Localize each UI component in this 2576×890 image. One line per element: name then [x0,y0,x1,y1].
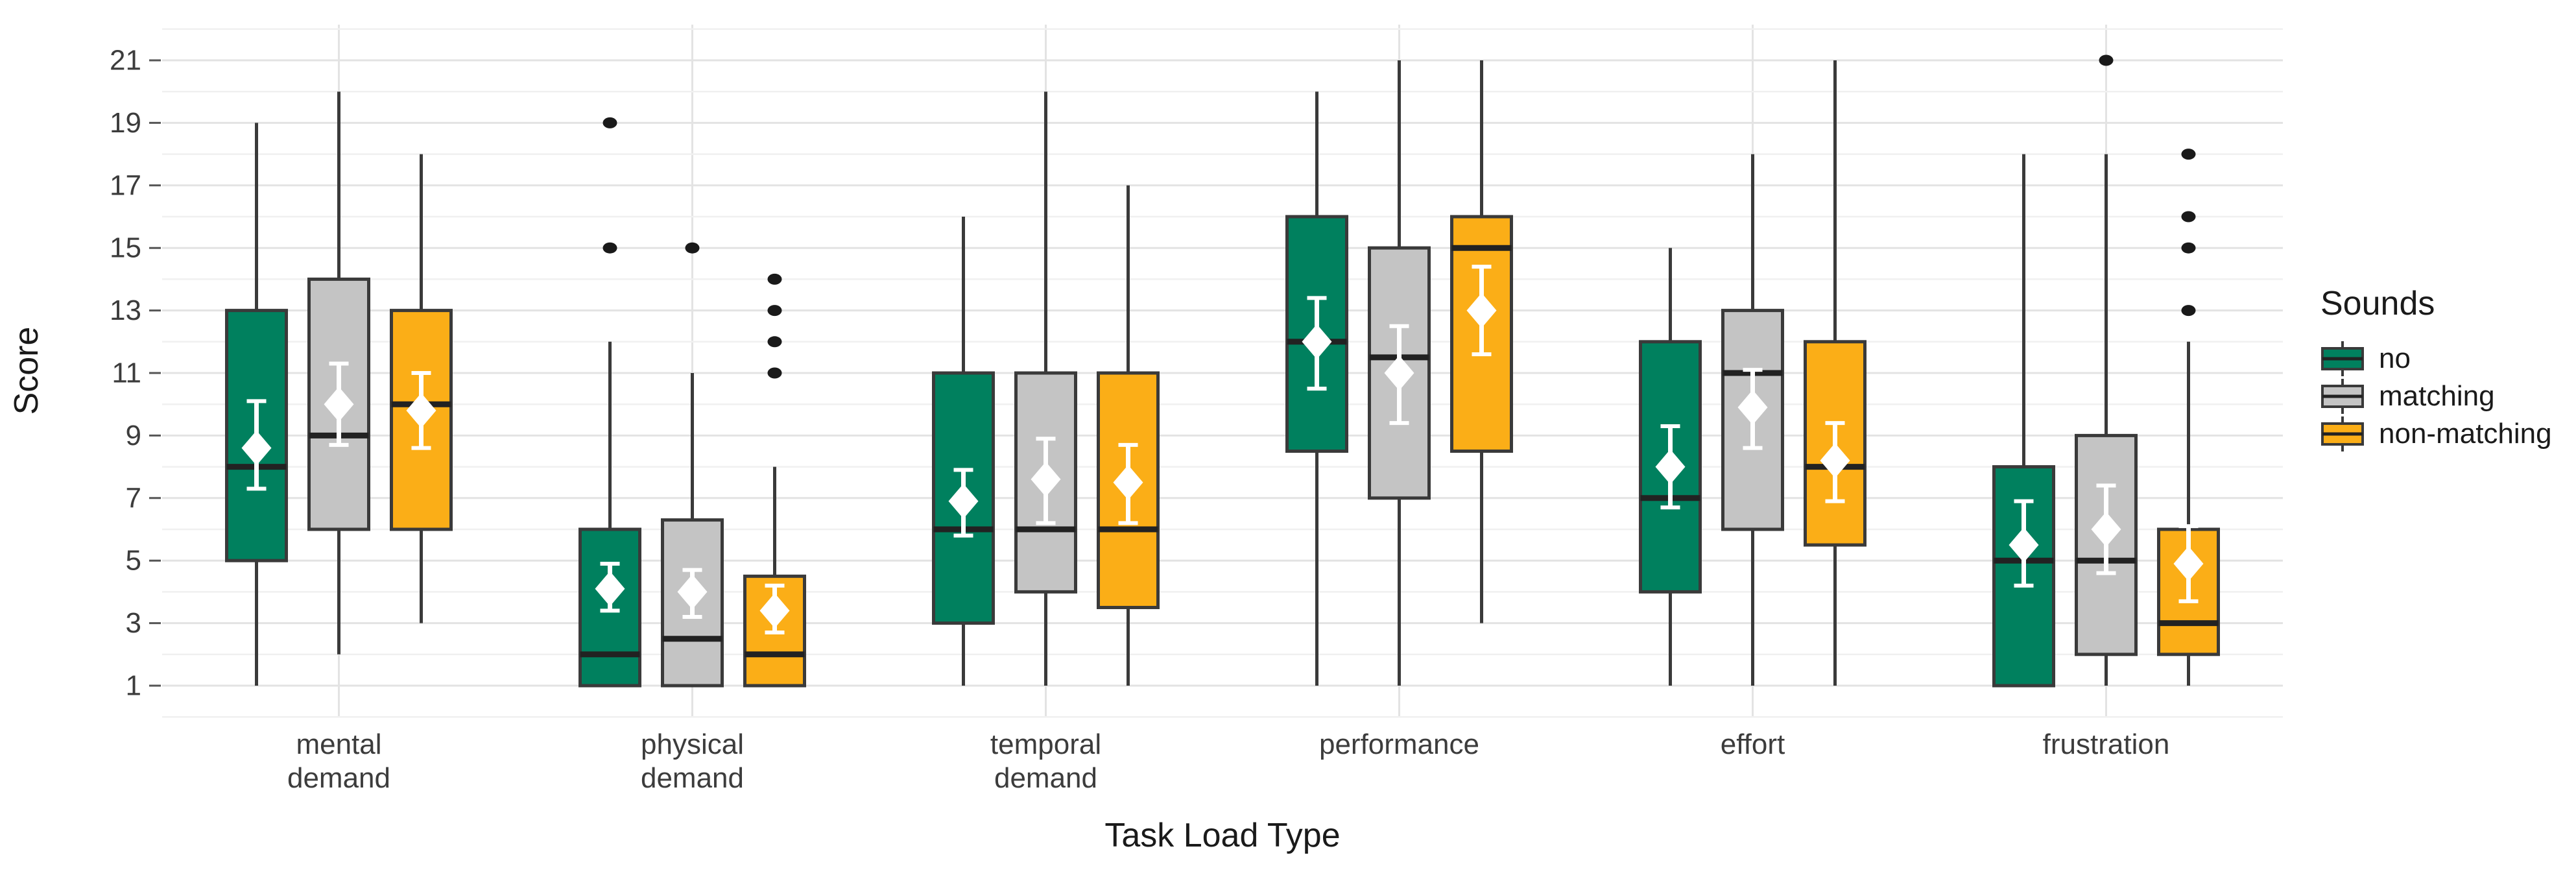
category-label: performance [1319,728,1479,760]
category-label: temporal [990,728,1101,760]
mean-diamond [1820,442,1850,478]
mean-diamond [1655,449,1686,485]
mean-diamond [948,483,979,519]
y-tick-label: 9 [126,420,141,451]
boxplot-key-icon [2321,416,2364,451]
box [2075,433,2138,656]
legend-title: Sounds [2320,285,2435,322]
legend-label-no: no [2379,343,2411,374]
y-tick-label: 11 [112,357,141,389]
legend-entry-non-matching: non-matching [2320,415,2552,453]
mean-diamond [595,571,625,607]
outlier-dot [767,273,782,285]
mean-diamond [241,430,272,466]
y-tick-label: 3 [126,607,141,639]
outlier-dot [2181,211,2196,222]
legend-entry-no: no [2320,340,2552,378]
mean-diamond [759,593,790,629]
category-label: demand [641,762,744,794]
outlier-dot [767,367,782,379]
mean-diamond [1384,355,1414,391]
mean-diamond [2091,512,2121,547]
mean-diamond [1031,461,1061,497]
outlier-dot [685,242,700,254]
mean-diamond [677,574,708,610]
mean-diamond [406,392,436,428]
outlier-dot [767,336,782,348]
outlier-dot [2181,149,2196,160]
outlier-dot [602,117,617,128]
legend-entry-matching: matching [2320,378,2552,415]
y-tick-label: 17 [110,169,141,201]
y-tick-label: 19 [110,107,141,139]
legend-label-non-matching: non-matching [2379,418,2552,450]
y-tick-label: 13 [110,295,141,326]
mean-diamond [1466,293,1497,328]
boxplot-key-icon [2321,341,2364,376]
y-axis-title: Score [8,327,45,415]
mean-diamond [1737,390,1768,426]
mean-diamond [2009,527,2039,563]
outlier-dot [2099,54,2114,66]
category-label: physical [641,728,744,760]
outlier-dot [602,242,617,254]
mean-diamond [1113,464,1143,500]
y-tick-label: 21 [110,45,141,77]
category-label: frustration [2043,728,2170,760]
legend-label-matching: matching [2379,380,2495,412]
y-tick-label: 5 [126,545,141,577]
mean-diamond [1302,324,1332,359]
mean-diamond [324,387,354,422]
y-tick-label: 1 [126,670,141,702]
outlier-dot [2181,305,2196,317]
box [225,309,288,562]
y-tick-label: 7 [126,482,141,514]
legend: Sounds no matching non-matching [2320,284,2552,453]
mean-diamond [2173,546,2204,582]
category-label: demand [994,762,1097,794]
category-label: effort [1721,728,1785,760]
box [1368,246,1431,500]
x-axis-title: Task Load Type [1104,817,1340,854]
boxplot-key-icon [2321,379,2364,414]
y-tick-label: 15 [110,232,141,264]
outlier-dot [767,305,782,317]
category-label: mental [296,728,381,760]
category-label: demand [287,762,390,794]
outlier-dot [2181,242,2196,254]
